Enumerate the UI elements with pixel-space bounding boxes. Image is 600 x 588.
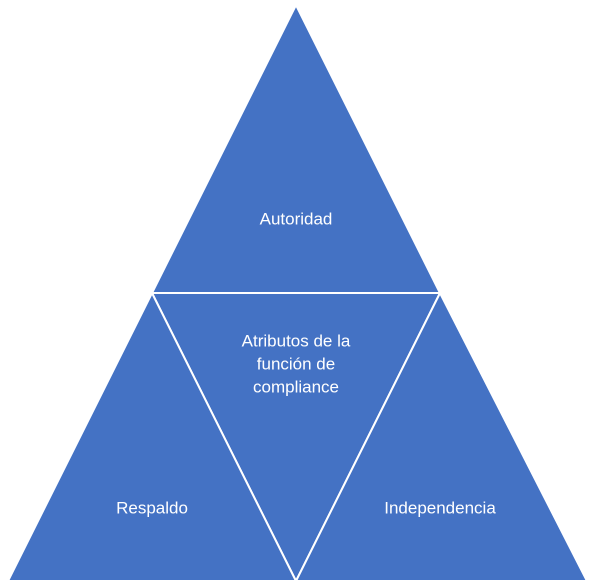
label-autoridad: Autoridad: [259, 209, 333, 229]
triangle-right: [294, 290, 589, 582]
label-independencia: Independencia: [384, 498, 496, 518]
label-center: Atributos de la función de compliance: [242, 330, 351, 399]
label-center-line-2: función de: [256, 354, 336, 374]
triangle-top: [150, 2, 442, 294]
label-center-line-3: compliance: [253, 377, 339, 397]
label-center-line-1: Atributos de la: [241, 331, 351, 351]
triangle-left: [6, 290, 298, 582]
label-respaldo: Respaldo: [116, 498, 188, 518]
